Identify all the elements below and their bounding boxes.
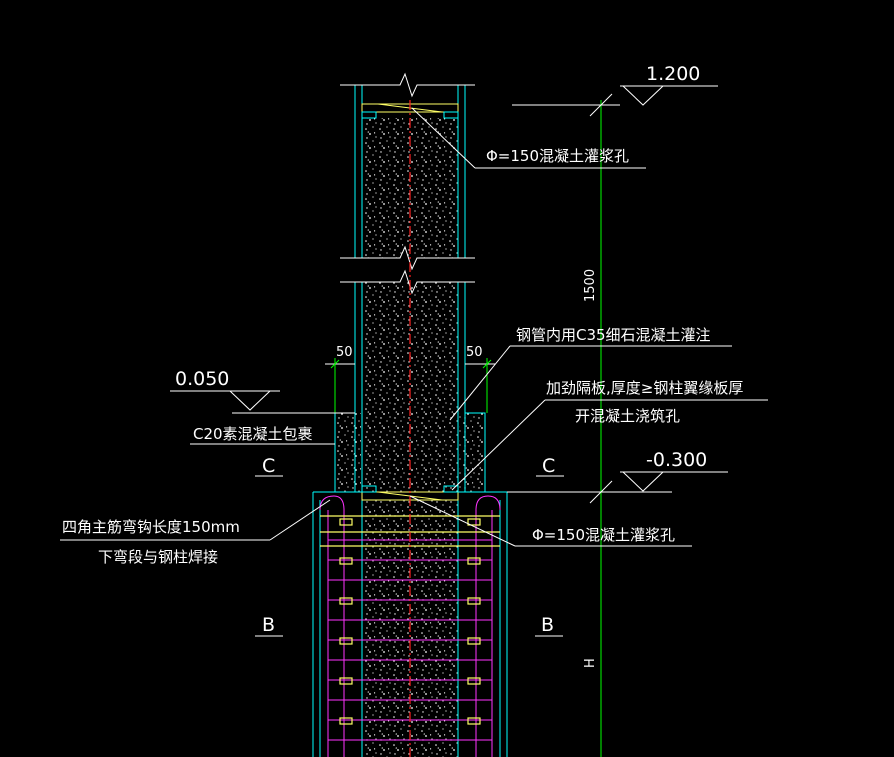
dim-h-label: H bbox=[583, 658, 598, 668]
corner-bar-line1: 四角主筋弯钩长度150mm bbox=[62, 518, 240, 536]
note-stiffener: 加劲隔板,厚度≥钢柱翼缘板厚 开混凝土浇筑孔 bbox=[451, 379, 768, 491]
elevation-bottom-label: -0.300 bbox=[646, 449, 707, 471]
section-marks: C C B B bbox=[255, 455, 564, 637]
corner-bar-line2: 下弯段与钢柱焊接 bbox=[98, 548, 218, 566]
section-c-right: C bbox=[542, 455, 555, 477]
break-lines bbox=[340, 72, 475, 295]
dim-left-50: 50 bbox=[336, 345, 353, 360]
section-b-right: B bbox=[541, 614, 554, 636]
dim-1500-label: 1500 bbox=[583, 269, 598, 302]
note-steel-tube: 钢管内用C35细石混凝土灌注 bbox=[449, 326, 732, 421]
note-corner-bar: 四角主筋弯钩长度150mm 下弯段与钢柱焊接 bbox=[60, 499, 331, 566]
dim-right-50: 50 bbox=[466, 345, 483, 360]
note-grout-top: Φ=150混凝土灌浆孔 bbox=[411, 107, 646, 169]
note-c20: C20素混凝土包裹 bbox=[190, 425, 335, 445]
gap-dimensions: 50 50 bbox=[325, 345, 495, 413]
c20-wrap-text: C20素混凝土包裹 bbox=[193, 425, 313, 443]
steel-tube-walls bbox=[354, 85, 466, 757]
section-b-left: B bbox=[262, 614, 275, 636]
steel-tube-fill-text: 钢管内用C35细石混凝土灌注 bbox=[516, 326, 711, 344]
elevation-top: 1.200 bbox=[620, 63, 718, 106]
note-grout-bottom: Φ=150混凝土灌浆孔 bbox=[409, 495, 692, 547]
section-c-left: C bbox=[262, 455, 275, 477]
height-dimension: 1500 H bbox=[512, 93, 620, 757]
stiffener-line1: 加劲隔板,厚度≥钢柱翼缘板厚 bbox=[546, 379, 743, 397]
elevation-mid: 0.050 bbox=[170, 368, 355, 414]
grout-hole-bottom-text: Φ=150混凝土灌浆孔 bbox=[532, 526, 675, 544]
grout-hole-top-text: Φ=150混凝土灌浆孔 bbox=[486, 147, 629, 165]
elevation-bottom: -0.300 bbox=[507, 449, 728, 493]
elevation-top-label: 1.200 bbox=[646, 63, 700, 85]
elevation-mid-label: 0.050 bbox=[175, 368, 229, 390]
stiffener-line2: 开混凝土浇筑孔 bbox=[575, 407, 680, 425]
